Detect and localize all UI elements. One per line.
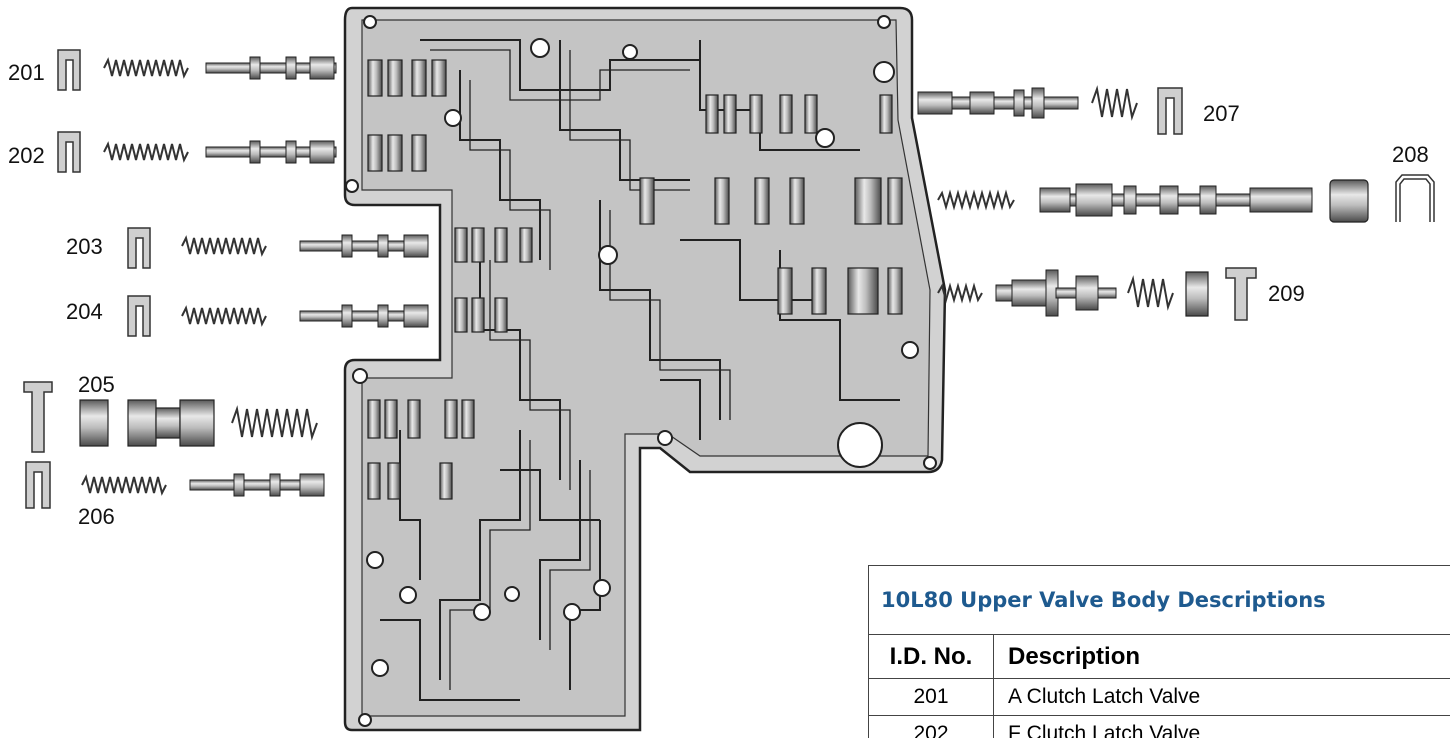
header-description: Description	[1008, 643, 1141, 670]
valve-group-209	[937, 267, 1257, 321]
valve-group-201	[57, 49, 337, 91]
valve-group-202	[57, 131, 337, 173]
description-table: 10L80 Upper Valve Body Descriptions I.D.…	[868, 565, 1450, 738]
row-id: 202	[869, 716, 994, 738]
valve-group-208	[937, 174, 1435, 223]
row-id: 201	[869, 679, 994, 715]
table-row: 202 F Clutch Latch Valve	[869, 716, 1450, 738]
valve-group-204	[127, 295, 429, 337]
valve-group-203	[127, 227, 429, 269]
valve-body-plate	[343, 6, 947, 732]
table-row: 201 A Clutch Latch Valve	[869, 679, 1450, 716]
callout-207: 207	[1203, 101, 1240, 126]
row-description: A Clutch Latch Valve	[1008, 685, 1201, 708]
callout-202: 202	[8, 143, 45, 168]
callout-203: 203	[66, 234, 103, 259]
callout-208: 208	[1392, 142, 1429, 167]
row-description: F Clutch Latch Valve	[1008, 722, 1201, 738]
table-header-row: I.D. No. Description	[869, 635, 1450, 679]
valve-group-205	[23, 381, 318, 453]
callout-201: 201	[8, 60, 45, 85]
callout-205: 205	[78, 372, 115, 397]
callout-209: 209	[1268, 281, 1305, 306]
table-title: 10L80 Upper Valve Body Descriptions	[869, 566, 1450, 635]
callout-204: 204	[66, 299, 103, 324]
valve-group-206	[25, 461, 325, 509]
header-id: I.D. No.	[869, 635, 994, 678]
callout-206: 206	[78, 504, 115, 529]
valve-group-207	[917, 85, 1183, 135]
